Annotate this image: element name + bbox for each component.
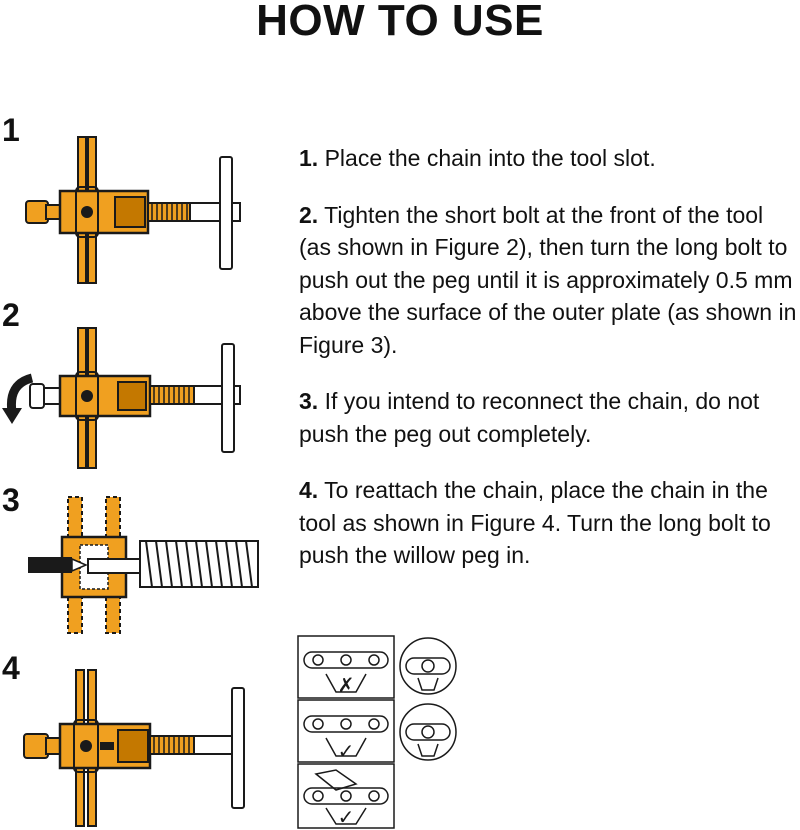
step-2: 2. Tighten the short bolt at the front o…	[299, 199, 799, 362]
step-3-text: If you intend to reconnect the chain, do…	[299, 388, 760, 447]
chain-placement-diagram: ✗ ✓ ✓	[297, 635, 457, 829]
figure-1-chain-tool-illustration	[25, 136, 241, 284]
step-3: 3. If you intend to reconnect the chain,…	[299, 385, 799, 450]
step-4: 4. To reattach the chain, place the chai…	[299, 474, 799, 572]
figure-4-chain-tool-illustration	[23, 669, 245, 827]
rotate-arrow-icon	[2, 408, 22, 424]
step-1: 1. Place the chain into the tool slot.	[299, 142, 799, 175]
step-1-text: Place the chain into the tool slot.	[324, 145, 656, 171]
figure-2-chain-tool-illustration	[2, 327, 241, 469]
right-mark-icon-2: ✓	[338, 805, 355, 829]
wrong-mark-icon: ✗	[338, 673, 355, 697]
step-2-text: Tighten the short bolt at the front of t…	[299, 201, 797, 358]
figure-3-peg-closeup-illustration	[28, 496, 259, 634]
step-4-number: 4.	[299, 477, 319, 503]
step-2-number: 2.	[299, 201, 319, 228]
figure-2-number: 2	[2, 297, 20, 333]
step-1-number: 1.	[299, 145, 319, 171]
figure-4-number: 4	[2, 650, 20, 686]
figure-1-number: 1	[2, 112, 20, 148]
figure-3-number: 3	[2, 482, 20, 518]
page-title: HOW TO USE	[256, 0, 544, 45]
right-mark-icon-1: ✓	[338, 739, 355, 763]
step-3-number: 3.	[299, 388, 319, 414]
step-4-text: To reattach the chain, place the chain i…	[299, 477, 771, 568]
instructions: 1. Place the chain into the tool slot. 2…	[299, 142, 799, 596]
